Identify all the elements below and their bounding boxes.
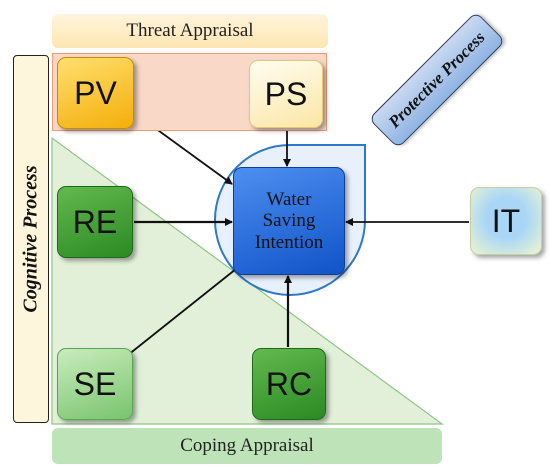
node-rc[interactable]: RC: [252, 348, 326, 420]
node-water-saving-intention[interactable]: Water Saving Intention: [233, 167, 345, 275]
node-re[interactable]: RE: [57, 186, 133, 258]
intention-label-line-2: Saving: [262, 210, 316, 232]
node-it[interactable]: IT: [470, 187, 542, 255]
coping-appraisal-banner: Coping Appraisal: [52, 428, 442, 464]
intention-label-line-3: Intention: [254, 231, 324, 253]
cognitive-process-panel: [13, 55, 49, 423]
node-se[interactable]: SE: [57, 348, 133, 420]
arrow-se-to-intention: [127, 264, 242, 356]
cognitive-process-label: Cognitive Process: [19, 165, 42, 313]
intention-label-line-1: Water: [266, 189, 312, 211]
node-pv[interactable]: PV: [57, 57, 134, 129]
threat-appraisal-banner: Threat Appraisal: [52, 14, 328, 48]
node-ps[interactable]: PS: [249, 60, 323, 128]
